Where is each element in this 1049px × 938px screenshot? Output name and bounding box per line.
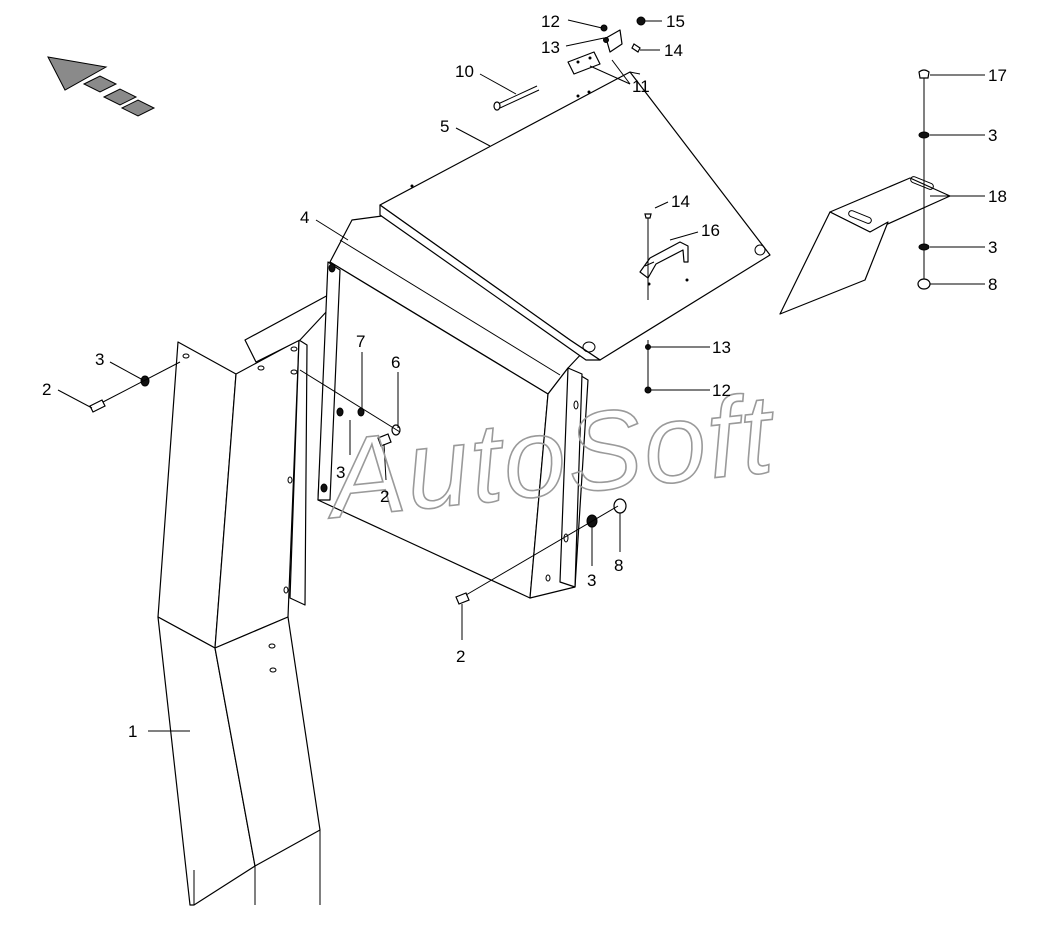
callout-6: 6 [391,353,400,372]
callout-17: 17 [988,66,1007,85]
callout-3-lower: 3 [587,571,596,590]
part-11-bracket [567,29,623,75]
callout-11: 11 [632,77,650,96]
callout-1: 1 [128,722,137,741]
callout-8-right: 8 [988,275,997,294]
part-16-handle [639,241,689,279]
callout-16: 16 [701,221,720,240]
callout-2-lower: 2 [456,647,465,666]
callout-labels: 1 2 2 2 3 3 3 3 3 4 5 6 7 8 8 10 11 12 1… [42,12,1007,741]
part-5-cover [379,71,771,361]
callout-3-upper-right: 3 [988,126,997,145]
callout-14-top: 14 [664,41,683,60]
callout-2-left: 2 [42,380,51,399]
callout-8-lower: 8 [614,556,623,575]
callout-5: 5 [440,117,449,136]
leader-lines [57,19,985,732]
callout-15: 15 [666,12,685,31]
hardware [89,16,931,605]
callout-12-top: 12 [541,12,560,31]
callout-3-left: 3 [95,350,104,369]
callout-4: 4 [300,208,309,227]
callout-3-lower-right: 3 [988,238,997,257]
callout-3-middle: 3 [336,463,345,482]
callout-12-lower: 12 [712,381,731,400]
part-4-housing [317,215,589,599]
callout-2-middle: 2 [380,487,389,506]
callout-18: 18 [988,187,1007,206]
front-direction-arrow-icon [47,56,156,117]
callout-14-cover: 14 [671,192,690,211]
callout-13-top: 13 [541,38,560,57]
callout-13-lower: 13 [712,338,731,357]
callout-7: 7 [356,332,365,351]
callout-10: 10 [455,62,474,81]
